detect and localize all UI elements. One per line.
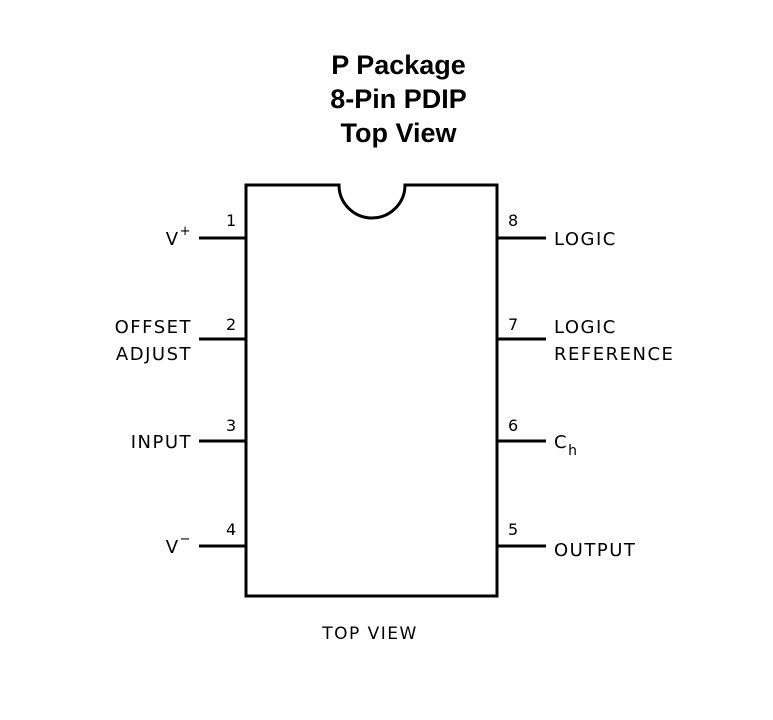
pin-2-label-line2: ADJUST [116, 344, 192, 365]
pin-3-number: 3 [226, 416, 236, 435]
pin-1-label-superscript: + [180, 224, 192, 239]
pin-5-label: OUTPUT [554, 540, 636, 561]
pin-4-label-main: V [166, 537, 180, 558]
pin-4-label: V− [166, 532, 192, 558]
pin-6-label-subscript: h [568, 443, 578, 459]
title-view: Top View [340, 118, 457, 148]
pin-1-label: V+ [166, 224, 192, 250]
pin-7-label-line1: LOGIC [554, 317, 617, 338]
pin-2-label-line1: OFFSET [115, 317, 192, 338]
title-package-name: P Package [331, 50, 466, 80]
pin-3-label: INPUT [131, 432, 192, 453]
pin-1-number: 1 [226, 211, 236, 230]
pin-6-label: Ch [554, 432, 578, 459]
pin-2-number: 2 [226, 315, 236, 334]
pin-5-number: 5 [508, 520, 518, 539]
pin-1-label-main: V [166, 229, 180, 250]
package-title: P Package 8-Pin PDIP Top View [0, 48, 773, 150]
pin-7-label-line2: REFERENCE [554, 344, 674, 365]
ic-body [244, 183, 499, 598]
pin-4-number: 4 [226, 520, 236, 539]
pin-8-label: LOGIC [554, 229, 617, 250]
pin-8-number: 8 [508, 211, 518, 230]
pin-4-label-superscript: − [180, 532, 192, 547]
top-view-caption: TOP VIEW [321, 624, 418, 644]
pin-6-number: 6 [508, 416, 518, 435]
pin-6-label-main: C [554, 432, 568, 453]
title-package-type: 8-Pin PDIP [330, 84, 467, 114]
pin-7-number: 7 [508, 315, 518, 334]
